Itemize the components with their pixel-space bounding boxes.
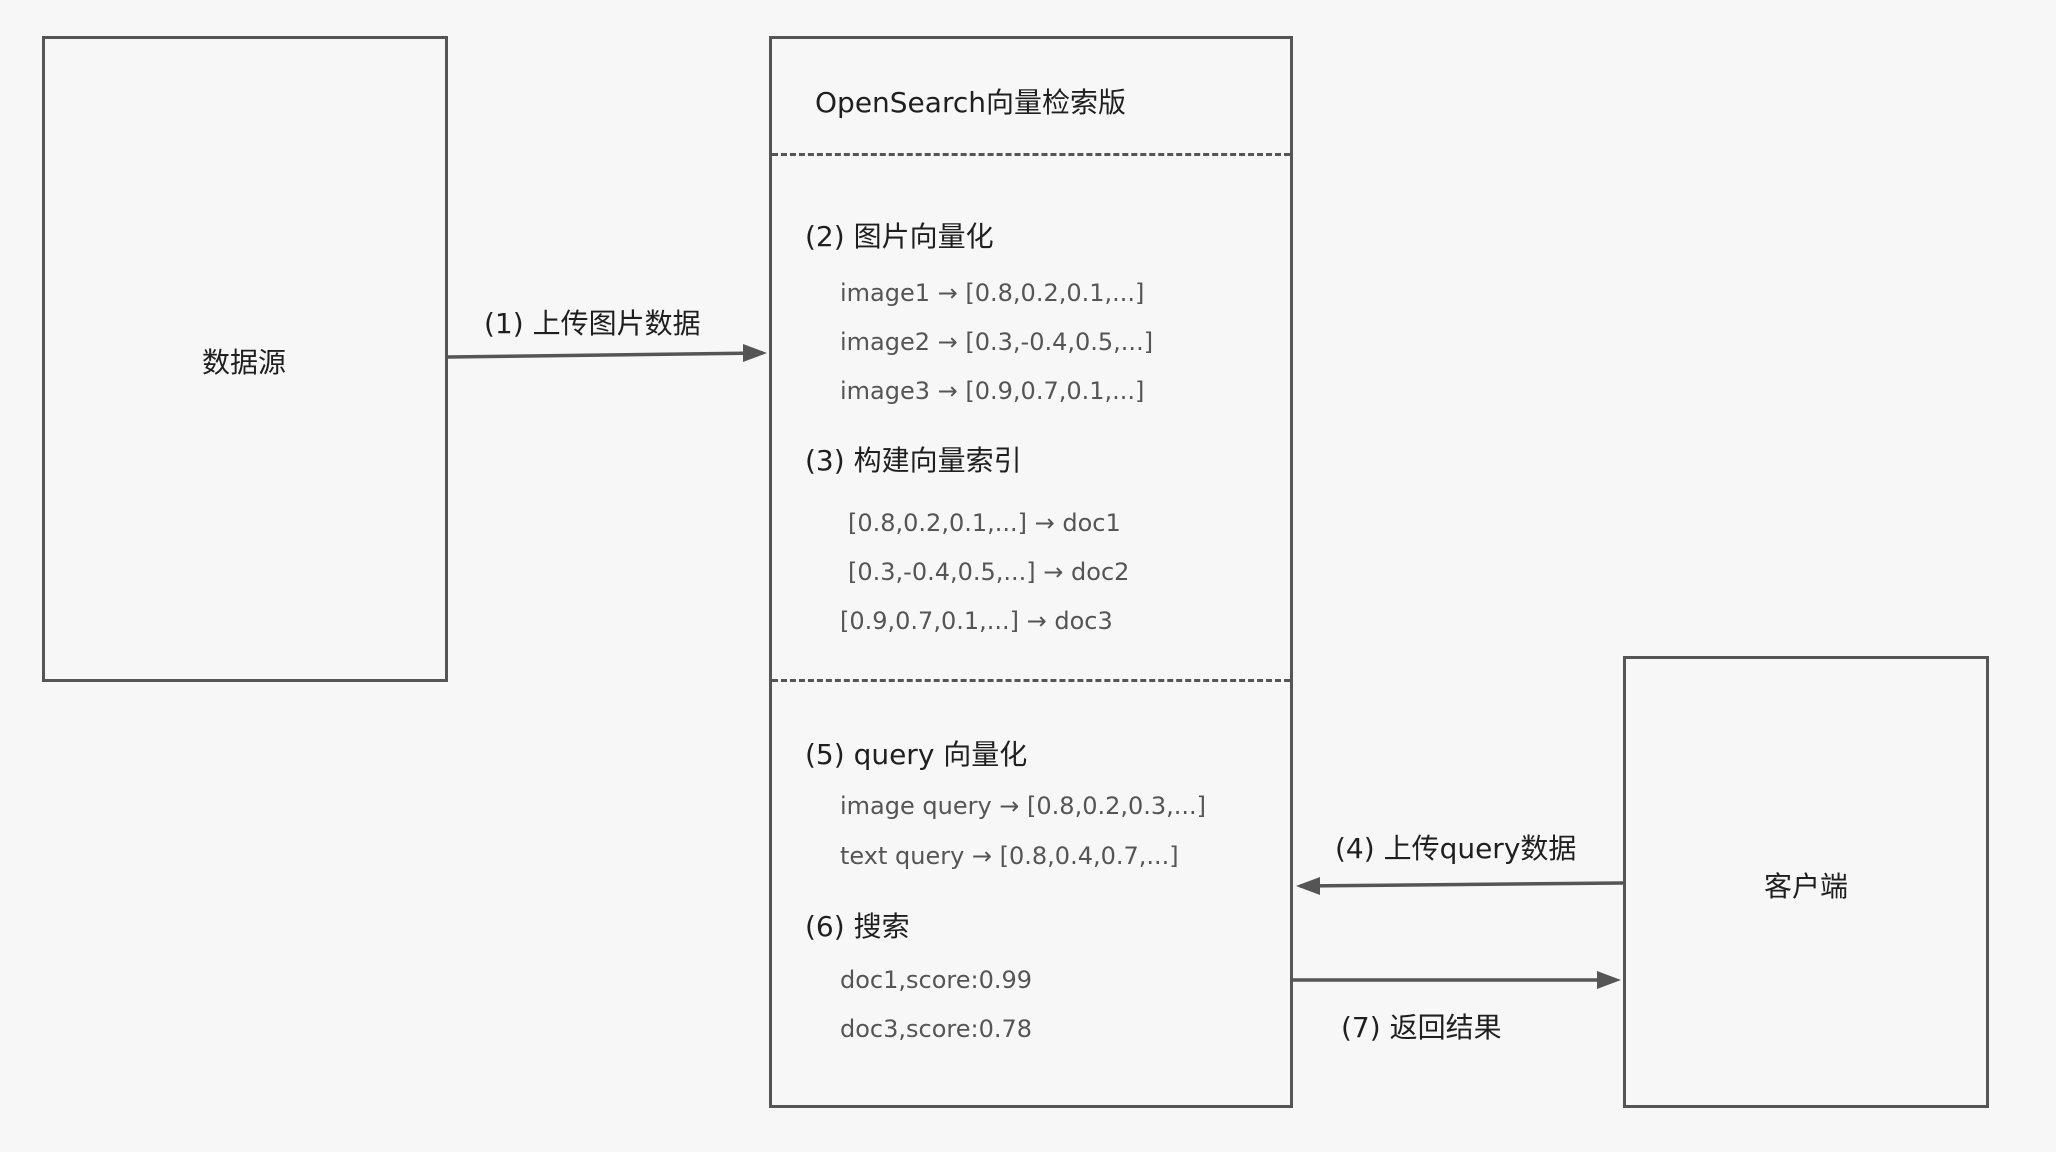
- opensearch-title: OpenSearch向量检索版: [815, 86, 1126, 119]
- step2-item: image1 → [0.8,0.2,0.1,...]: [840, 279, 1145, 307]
- step3-item: [0.9,0.7,0.1,...] → doc3: [840, 607, 1113, 635]
- data-source-label: 数据源: [202, 346, 287, 379]
- step5-title: (5) query 向量化: [805, 738, 1028, 771]
- step5-item: image query → [0.8,0.2,0.3,...]: [840, 792, 1207, 820]
- step2-title: (2) 图片向量化: [805, 220, 994, 253]
- step3-item: [0.3,-0.4,0.5,...] → doc2: [848, 558, 1130, 586]
- step2-item: image3 → [0.9,0.7,0.1,...]: [840, 377, 1145, 405]
- step2-item: image2 → [0.3,-0.4,0.5,...]: [840, 328, 1154, 356]
- arrow-upload-images: [447, 344, 767, 362]
- client-label: 客户端: [1764, 870, 1849, 903]
- step6-item: doc3,score:0.78: [840, 1015, 1033, 1043]
- data-source-box: [42, 36, 448, 682]
- arrow-upload-query: [1296, 877, 1624, 895]
- step6-title: (6) 搜索: [805, 910, 910, 943]
- step6-item: doc1,score:0.99: [840, 966, 1033, 994]
- client-box: [1623, 656, 1989, 1108]
- edge-label-return-results: (7) 返回结果: [1341, 1011, 1502, 1044]
- step5-item: text query → [0.8,0.4,0.7,...]: [840, 842, 1179, 870]
- step3-item: [0.8,0.2,0.1,...] → doc1: [848, 509, 1121, 537]
- arrow-return-results: [1293, 971, 1621, 989]
- step3-title: (3) 构建向量索引: [805, 444, 1022, 477]
- edge-label-upload-images: (1) 上传图片数据: [484, 307, 701, 340]
- divider-bottom: [772, 679, 1290, 682]
- divider-top: [772, 153, 1290, 156]
- opensearch-box: [769, 36, 1293, 1108]
- edge-label-upload-query: (4) 上传query数据: [1335, 832, 1577, 865]
